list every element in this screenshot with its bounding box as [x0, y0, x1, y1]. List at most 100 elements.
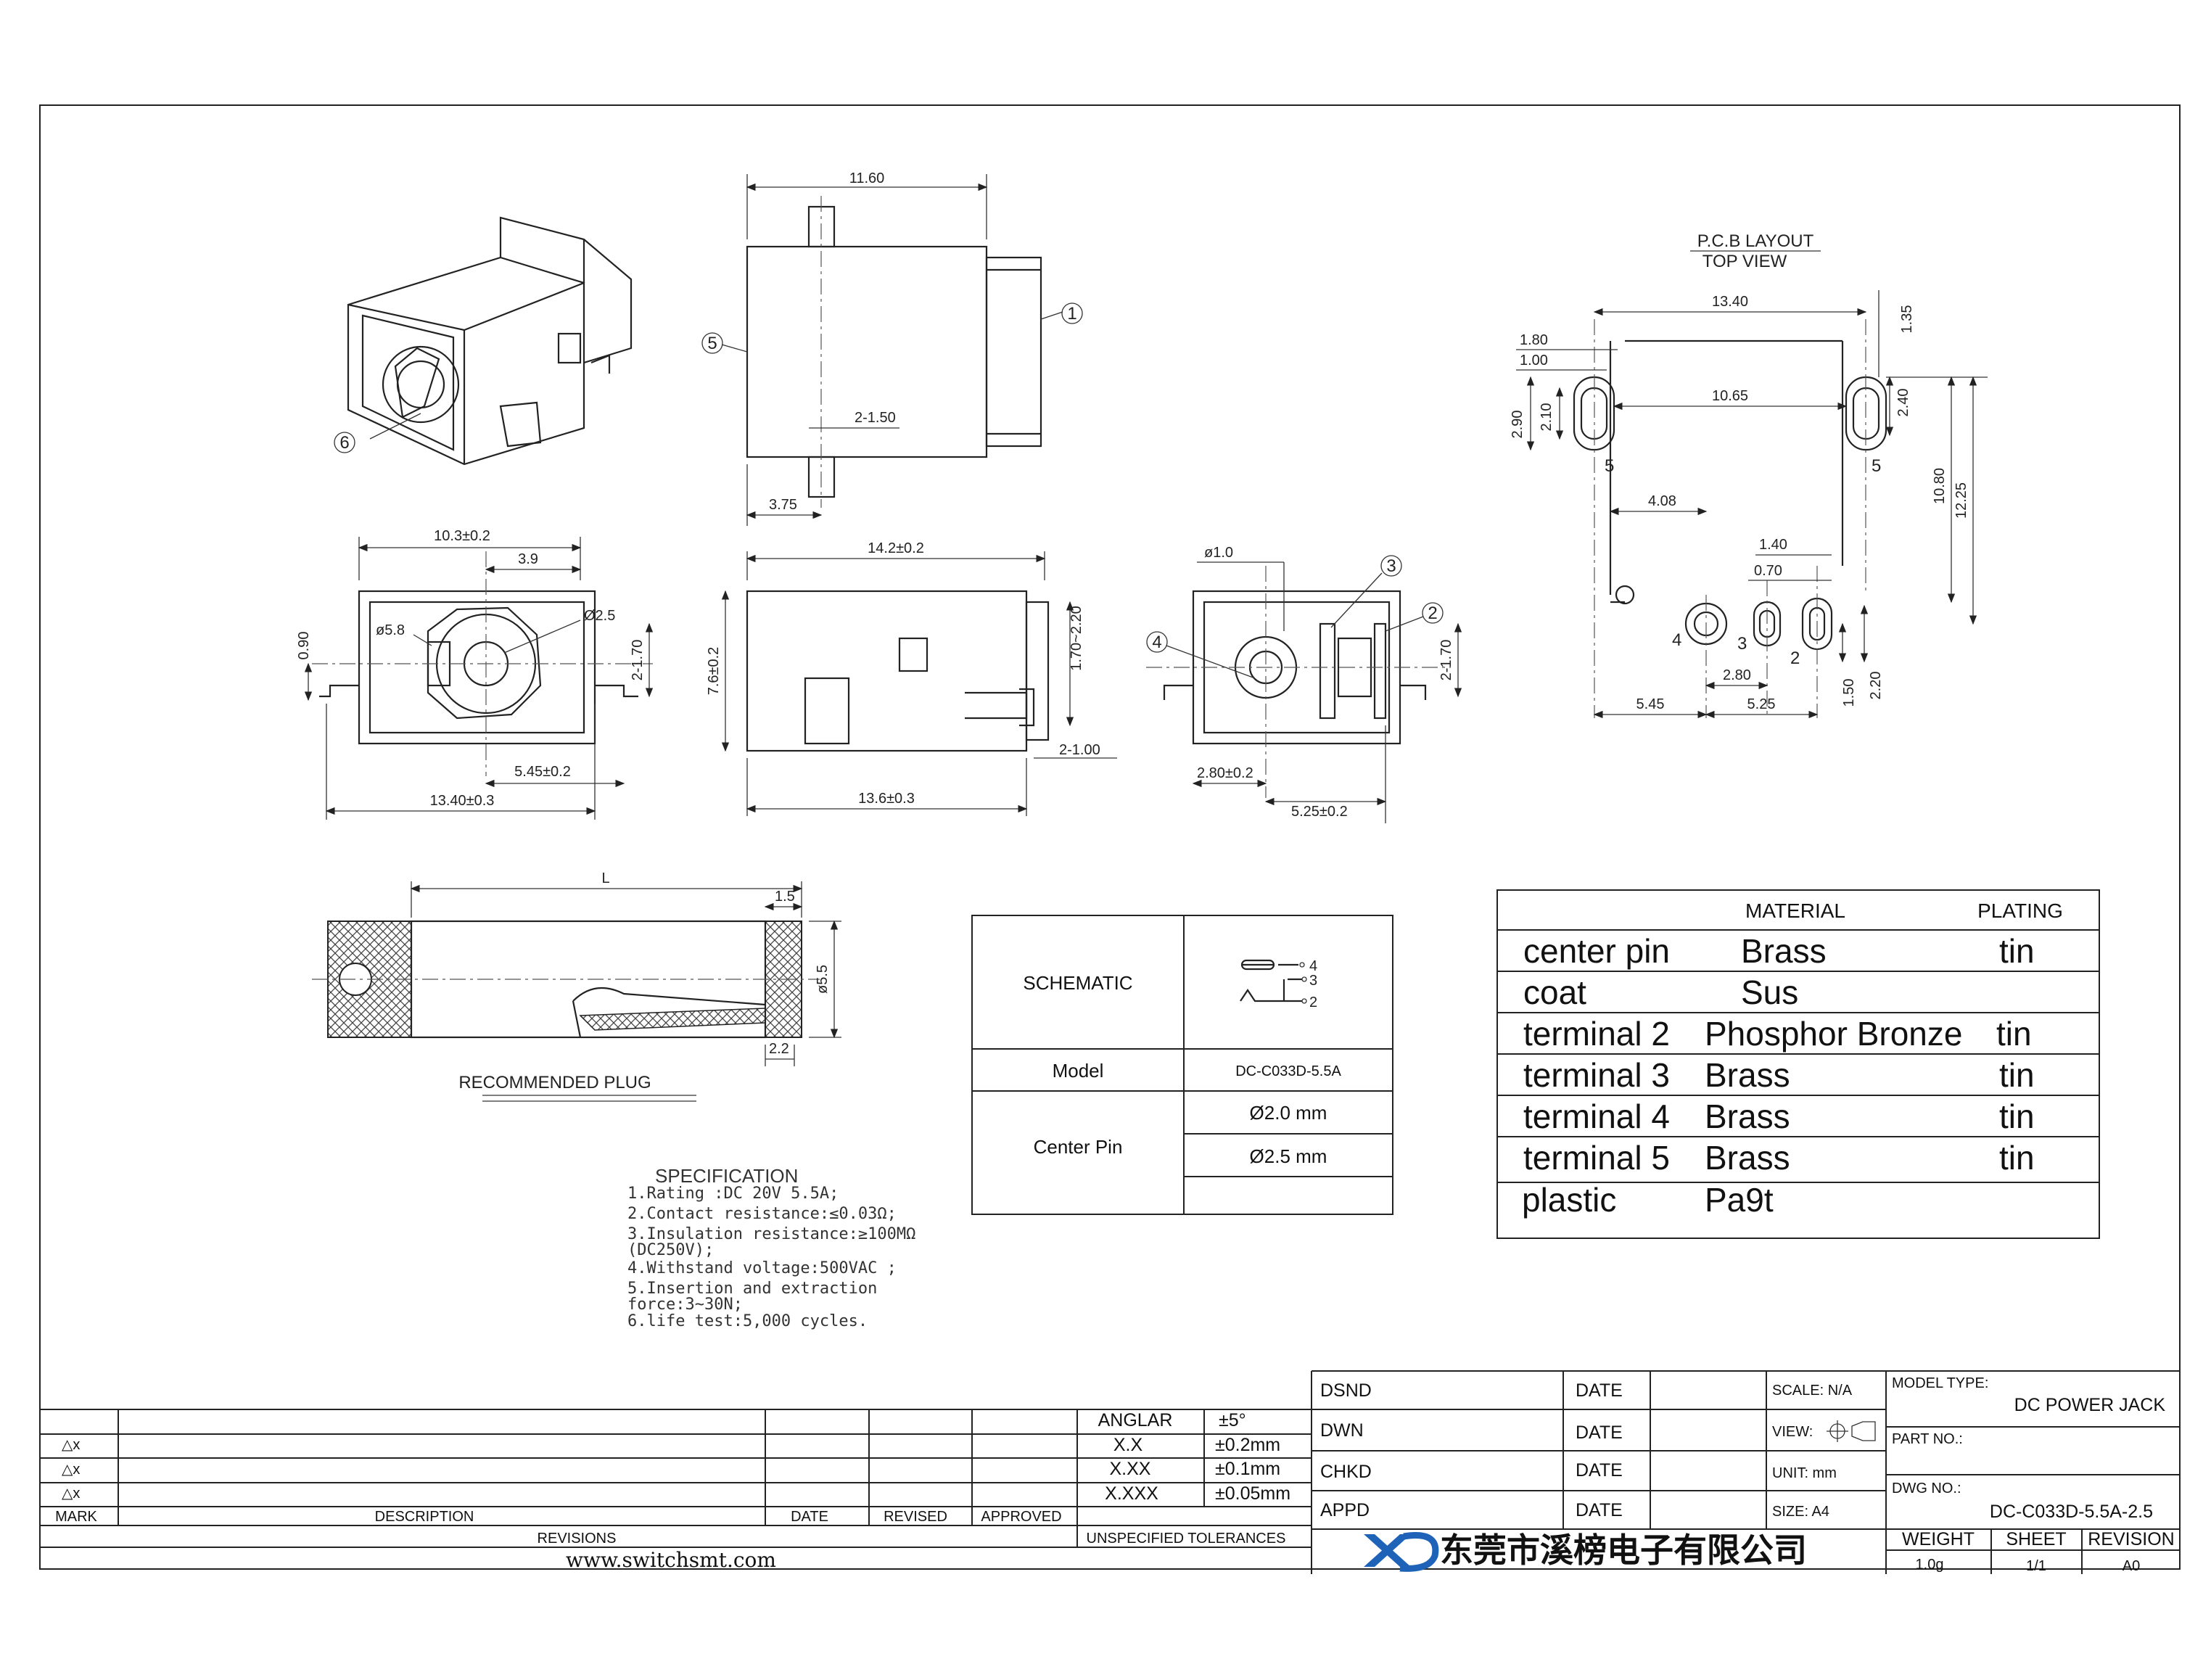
dim-3-9: 3.9	[518, 551, 538, 567]
date-label: DATE	[1576, 1460, 1623, 1481]
pcb-dim-10-65: 10.65	[1712, 388, 1748, 404]
dim-2-80: 2.80±0.2	[1197, 765, 1253, 781]
plug-caption: RECOMMENDED PLUG	[458, 1073, 651, 1092]
mat-row-plating: tin	[1999, 1056, 2035, 1094]
schematic-pin-4: 4	[1309, 958, 1317, 974]
dim-front-2-1-70: 2-1.70	[630, 640, 646, 681]
callout-6: 6	[339, 433, 349, 453]
dwg-no-value: DC-C033D-5.5A-2.5	[1990, 1502, 2153, 1522]
spec-line: 1.Rating :DC 20V 5.5A;	[627, 1185, 839, 1203]
company-name: 东莞市溪榜电子有限公司	[1440, 1531, 1807, 1570]
model-label: Model	[1053, 1060, 1104, 1082]
dim-2-5: Ø2.5	[584, 608, 615, 624]
dim-1-70-2-20: 1.70~2.20	[1069, 606, 1084, 671]
pcb-dim-1-40: 1.40	[1759, 537, 1787, 553]
tol-label-angle: ANGLAR	[1098, 1410, 1173, 1430]
dsnd-label: DSND	[1320, 1380, 1372, 1401]
pcb-dim-5-45: 5.45	[1636, 696, 1665, 712]
revision-mark: △x	[62, 1462, 80, 1478]
model-value: DC-C033D-5.5A	[1235, 1063, 1341, 1079]
schematic-label: SCHEMATIC	[1023, 972, 1132, 994]
plug-dim-1-5: 1.5	[775, 889, 795, 905]
middle-view: 14.2±0.2 7.6±0.2 1.70~2.20 2-1.00 13.6±0…	[706, 540, 1117, 816]
side-view: 11.60 2-1.50 3.75 1 5	[701, 170, 1083, 526]
mat-row-part: center pin	[1523, 932, 1670, 970]
model-type-label: MODEL TYPE:	[1892, 1375, 1988, 1391]
dim-7-6: 7.6±0.2	[706, 647, 722, 696]
spec-line: 6.life test:5,000 cycles.	[627, 1312, 868, 1330]
dwg-no-label: DWG NO.:	[1892, 1481, 1961, 1496]
mat-row-plating: tin	[1999, 1098, 2035, 1135]
right-view: ø1.0 3 2 4 2-1.70 2.80±0.2 5.25±0.2	[1146, 545, 1462, 823]
pcb-dim-2-80: 2.80	[1723, 667, 1751, 683]
revision-label: REVISION	[2088, 1529, 2174, 1549]
dim-2-1-00: 2-1.00	[1059, 742, 1100, 758]
tol-value-xx: ±0.2mm	[1215, 1435, 1280, 1455]
schematic-pin-2: 2	[1309, 995, 1317, 1010]
spec-line: 3.Insulation resistance:≥100MΩ	[627, 1225, 915, 1243]
mat-row-part: terminal 3	[1523, 1056, 1670, 1094]
tol-label-xxx: X.XX	[1110, 1459, 1151, 1479]
callout-4: 4	[1152, 633, 1161, 652]
pcb-dim-5-25: 5.25	[1747, 696, 1776, 712]
plug-dim-2-2: 2.2	[769, 1041, 789, 1057]
size-text: SIZE: A4	[1772, 1504, 1829, 1520]
mat-row-part: terminal 4	[1523, 1098, 1670, 1135]
revisions-block: △x △x △x MARK DESCRIPTION DATE REVISED A…	[40, 1371, 1312, 1574]
mat-row-plating: tin	[1999, 1139, 2035, 1177]
pcb-subtitle: TOP VIEW	[1702, 252, 1787, 271]
recommended-plug: L 1.5 ø5.5 2.2 RECOMMENDED PLUG	[312, 870, 841, 1102]
revision-mark: △x	[62, 1437, 80, 1453]
plug-dim-5-5: ø5.5	[815, 965, 831, 994]
pcb-pin-2: 2	[1790, 648, 1800, 668]
plating-header: PLATING	[1977, 899, 2063, 922]
drawing-frame	[39, 104, 2181, 1570]
scale-text: SCALE: N/A	[1772, 1383, 1853, 1399]
date-label: DATE	[1576, 1422, 1623, 1443]
pcb-dim-12-25: 12.25	[1953, 482, 1969, 519]
pcb-dim-2-90: 2.90	[1510, 411, 1526, 439]
center-pin-value-1: Ø2.0 mm	[1250, 1102, 1327, 1124]
rev-header-mark: MARK	[55, 1509, 97, 1525]
projection-symbol-icon	[1827, 1420, 1876, 1442]
tol-label-xxxx: X.XXX	[1105, 1483, 1158, 1504]
sheet-value: 1/1	[2026, 1558, 2046, 1574]
pcb-dim-1-35: 1.35	[1899, 305, 1915, 334]
rev-header-description: DESCRIPTION	[375, 1509, 474, 1525]
pcb-dim-2-10: 2.10	[1539, 403, 1555, 432]
spec-line: (DC250V);	[627, 1241, 714, 1259]
date-label: DATE	[1576, 1380, 1623, 1401]
callout-5: 5	[707, 334, 717, 353]
pcb-pin-4: 4	[1672, 630, 1681, 650]
callout-3: 3	[1386, 556, 1396, 576]
spec-title: SPECIFICATION	[655, 1165, 798, 1187]
material-table: MATERIAL PLATING center pin Brass tin co…	[1496, 889, 2100, 1239]
dim-right-2-1-70: 2-1.70	[1438, 640, 1454, 681]
mat-row-material: Brass	[1705, 1056, 1790, 1094]
rev-header-revised: REVISED	[884, 1509, 947, 1525]
dim-10-3: 10.3±0.2	[434, 528, 490, 544]
mat-row-material: Brass	[1741, 932, 1827, 970]
spec-line: 5.Insertion and extraction	[627, 1280, 877, 1298]
tol-value-angle: ±5°	[1219, 1410, 1246, 1430]
pcb-dim-4-08: 4.08	[1648, 493, 1676, 509]
dim-5-25: 5.25±0.2	[1291, 804, 1348, 820]
pcb-pin-5b: 5	[1872, 456, 1881, 476]
spec-line: 2.Contact resistance:≤0.03Ω;	[627, 1205, 897, 1223]
pcb-pin-5a: 5	[1605, 456, 1614, 476]
pcb-dim-2-20: 2.20	[1868, 672, 1884, 700]
weight-label: WEIGHT	[1902, 1529, 1975, 1549]
pcb-dim-1-50: 1.50	[1841, 679, 1857, 707]
mat-row-material: Pa9t	[1705, 1181, 1774, 1219]
rev-header-date: DATE	[791, 1509, 828, 1525]
mat-row-material: Brass	[1705, 1098, 1790, 1135]
pcb-dim-2-40: 2.40	[1895, 389, 1911, 417]
mat-row-plating: tin	[1996, 1015, 2032, 1053]
dim-13-6: 13.6±0.3	[858, 791, 915, 807]
mat-row-material: Brass	[1705, 1139, 1790, 1177]
dim-11-60: 11.60	[849, 170, 885, 186]
center-pin-label: Center Pin	[1034, 1136, 1123, 1158]
tol-value-xxx: ±0.1mm	[1215, 1459, 1280, 1479]
revision-value: A0	[2123, 1558, 2140, 1574]
